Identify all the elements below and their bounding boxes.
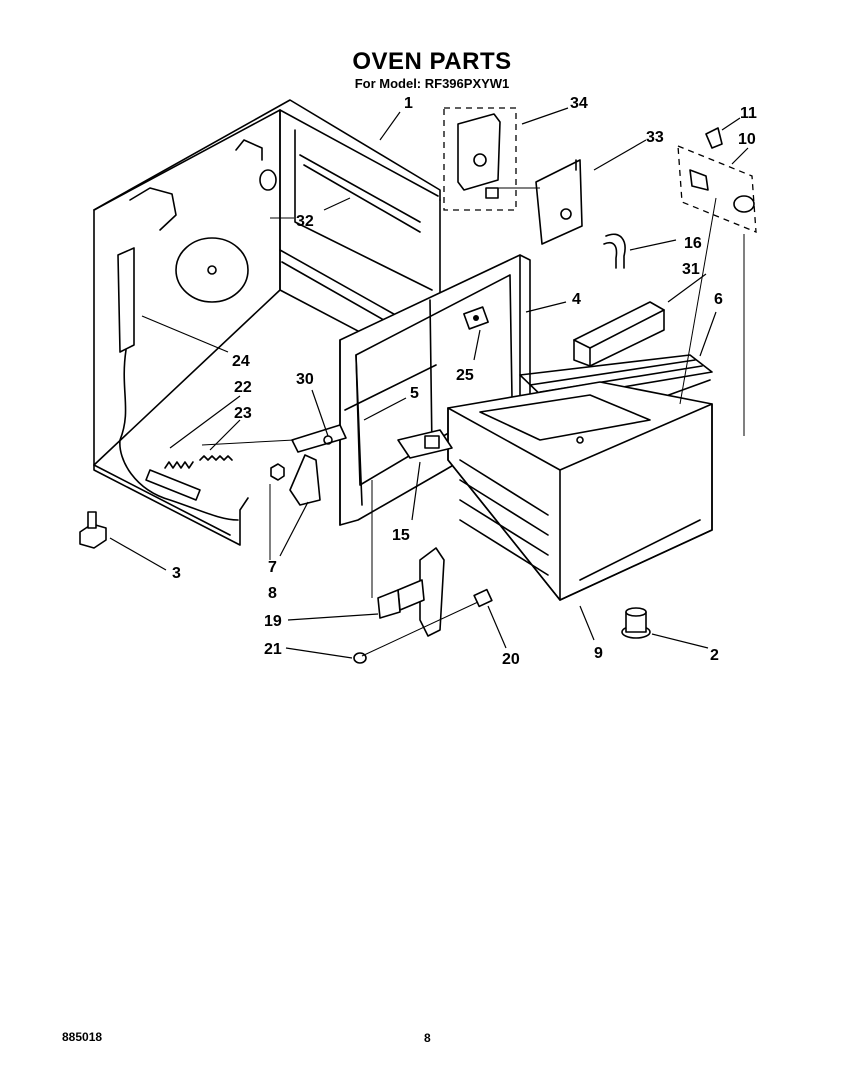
valve-bracket-part <box>377 547 445 637</box>
callout-9: 9 <box>594 645 603 662</box>
sensor-part <box>291 424 347 453</box>
bracket-part <box>289 454 321 506</box>
document-number: 885018 <box>62 1030 103 1044</box>
callout-33: 33 <box>646 129 664 146</box>
callout-11: 11 <box>740 105 757 122</box>
burner-box-part <box>573 301 665 367</box>
callout-22: 22 <box>234 379 252 396</box>
leveling-leg-part <box>621 607 651 639</box>
screw-part <box>473 588 493 608</box>
igniter-part <box>463 306 489 330</box>
callout-7: 7 <box>268 559 277 576</box>
callout-3: 3 <box>172 565 181 582</box>
callout-24: 24 <box>232 353 250 370</box>
callout-19: 19 <box>264 613 282 630</box>
burner-orifice-assembly <box>677 127 757 233</box>
callout-30: 30 <box>296 371 314 388</box>
diagram-title: OVEN PARTS <box>352 48 512 75</box>
nut-part <box>270 463 285 481</box>
callout-15: 15 <box>392 527 410 544</box>
callout-31: 31 <box>682 261 700 278</box>
callout-21: 21 <box>264 641 282 658</box>
callout-34: 34 <box>570 95 588 112</box>
callout-2: 2 <box>710 647 719 664</box>
callout-1: 1 <box>404 95 413 112</box>
mounting-plate-part <box>535 159 583 245</box>
pin-part <box>199 455 233 461</box>
broiler-drawer-part <box>447 381 713 601</box>
callout-6: 6 <box>714 291 723 308</box>
callout-16: 16 <box>684 235 702 252</box>
callout-10: 10 <box>738 131 756 148</box>
callout-25: 25 <box>456 367 474 384</box>
page-number: 8 <box>424 1031 431 1045</box>
door-switch-assembly <box>443 107 517 211</box>
thermostat-bulb-part <box>117 247 239 521</box>
model-subtitle: For Model: RF396PXYW1 <box>354 76 510 91</box>
burner-tube-part <box>397 429 453 459</box>
spring-part <box>164 461 194 469</box>
callout-23: 23 <box>234 405 252 422</box>
callout-5: 5 <box>410 385 419 402</box>
callout-8: 8 <box>268 585 277 602</box>
callout-32: 32 <box>296 213 314 230</box>
leader-lines <box>109 107 749 659</box>
callout-4: 4 <box>572 291 581 308</box>
elbow-tube-part <box>603 233 626 269</box>
leveling-screw-part <box>79 511 107 549</box>
callout-20: 20 <box>502 651 520 668</box>
